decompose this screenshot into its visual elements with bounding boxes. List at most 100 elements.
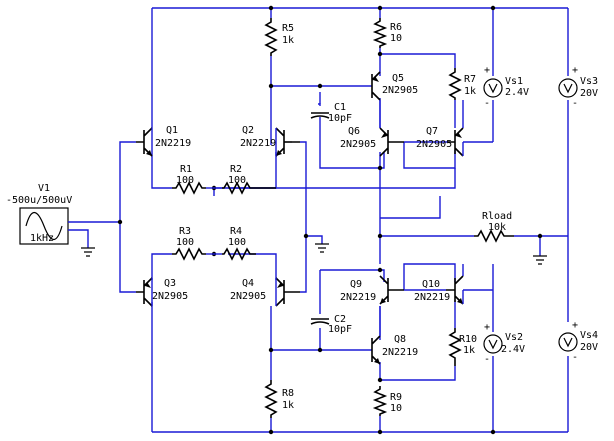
transistor-Q7: Q7 2N2905 [416,126,464,157]
transistor-Q1: Q1 2N2219 [136,125,191,157]
supply-Vs3-name: Vs3 [580,76,598,87]
transistor-Q8-name: Q8 [394,334,406,345]
supply-Vs1-name: Vs1 [505,76,523,87]
supply-Vs2: + - Vs2 2.4V [483,322,525,365]
transistor-Q6-model: 2N2905 [340,139,376,150]
transistor-Q2-name: Q2 [242,125,254,136]
transistor-Q9: Q9 2N2219 [340,275,404,305]
supply-Vs4-value: 20V [580,342,598,353]
wires [78,7,569,433]
transistor-Q5-model: 2N2905 [382,85,418,96]
resistor-R9: R9 10 [372,386,402,416]
transistor-Q3-model: 2N2905 [152,291,188,302]
resistor-R10: R10 1k [448,328,477,366]
transistor-Q1-model: 2N2219 [155,138,191,149]
supply-Vs4-minus: - [572,352,578,363]
transistor-Q7-model: 2N2905 [416,139,452,150]
resistor-R7: R7 1k [448,68,476,100]
transistor-Q4: Q4 2N2905 [230,277,300,307]
transistor-Q10-name: Q10 [422,279,440,290]
q1-q4-leads [151,128,277,306]
transistor-Q9-name: Q9 [350,279,362,290]
capacitor-C1-value: 10pF [328,113,352,124]
transistor-Q6-name: Q6 [348,126,360,137]
supply-Vs2-name: Vs2 [505,332,523,343]
supply-Vs3-value: 20V [580,88,598,99]
resistor-R8-name: R8 [282,388,294,399]
source-V1-value: -500u/500uV [6,195,72,206]
resistor-R5-value: 1k [282,35,294,46]
source-V1-freq: 1kHz [30,233,54,244]
ground-icon-output [533,255,547,265]
resistor-R7-value: 1k [464,86,476,97]
resistor-R1: R1 100 [172,164,206,195]
transistor-Q2-model: 2N2219 [240,138,276,149]
capacitor-C1-name: C1 [334,102,346,113]
transistor-Q9-model: 2N2219 [340,292,376,303]
resistor-R10-value: 1k [463,345,475,356]
supply-Vs4-plus: + [572,320,578,331]
supply-Vs3: + - Vs3 20V [558,65,598,109]
capacitor-C1: C1 10pF [310,102,352,124]
supply-Vs1-minus: - [484,98,490,109]
capacitor-C2: C2 10pF [310,314,352,335]
resistor-R4-value: 100 [228,237,246,248]
transistor-Q3-name: Q3 [164,278,176,289]
transistor-Q8-model: 2N2219 [382,347,418,358]
transistor-Q4-name: Q4 [242,278,254,289]
capacitor-C2-name: C2 [334,314,346,325]
resistor-R5: R5 1k [264,18,294,56]
supply-Vs2-value: 2.4V [501,344,525,355]
resistor-R6-name: R6 [390,22,402,33]
resistor-R3-value: 100 [176,237,194,248]
resistor-R1-name: R1 [180,164,192,175]
capacitor-C2-value: 10pF [328,324,352,335]
resistor-R4: R4 100 [206,226,256,261]
resistor-Rload-value: 10k [488,222,506,233]
resistor-R9-name: R9 [390,392,402,403]
supply-Vs4: + - Vs4 20V [558,320,598,363]
transistor-Q10-model: 2N2219 [414,292,450,303]
resistor-R6: R6 10 [372,18,402,48]
supply-Vs3-plus: + [572,65,578,76]
transistor-Q6: Q6 2N2905 [340,126,404,157]
supply-Vs2-plus: + [484,322,490,333]
resistor-R5-name: R5 [282,23,294,34]
supply-Vs3-minus: - [572,98,578,109]
transistor-Q2: Q2 2N2219 [240,125,300,157]
transistor-Q8: Q8 2N2219 [371,334,418,365]
transistor-Q5: Q5 2N2905 [371,71,418,101]
resistor-R2-value: 100 [228,175,246,186]
resistor-R3-name: R3 [179,226,191,237]
transistor-Q7-name: Q7 [426,126,438,137]
supply-Vs1-plus: + [484,65,490,76]
transistor-Q10: Q10 2N2219 [414,275,464,305]
resistor-R7-name: R7 [464,74,476,85]
resistor-Rload: Rload 10k [474,211,514,243]
ground-icon-input [81,247,95,257]
source-V1: V1 -500u/500uV 1kHz [6,183,78,245]
resistor-R6-value: 10 [390,33,402,44]
resistor-R4-name: R4 [230,226,242,237]
source-V1-name: V1 [38,183,50,194]
transistor-Q3: Q3 2N2905 [136,277,188,307]
resistor-R10-name: R10 [459,334,477,345]
supply-Vs1: + - Vs1 2.4V [483,65,529,109]
ground-icon-mid [315,243,329,253]
resistor-R1-value: 100 [176,175,194,186]
junctions [117,5,543,435]
supply-Vs4-name: Vs4 [580,330,598,341]
resistor-R8-value: 1k [282,400,294,411]
transistor-Q1-name: Q1 [166,125,178,136]
resistor-R3: R3 100 [172,226,206,261]
resistor-R9-value: 10 [390,403,402,414]
supply-Vs2-minus: - [484,354,490,365]
resistor-Rload-name: Rload [482,211,512,222]
resistor-R2-name: R2 [230,164,242,175]
transistor-Q5-name: Q5 [392,73,404,84]
transistor-Q4-model: 2N2905 [230,291,266,302]
resistor-R8: R8 1k [264,380,294,418]
resistor-R2: R2 100 [206,164,276,195]
supply-Vs1-value: 2.4V [505,87,529,98]
